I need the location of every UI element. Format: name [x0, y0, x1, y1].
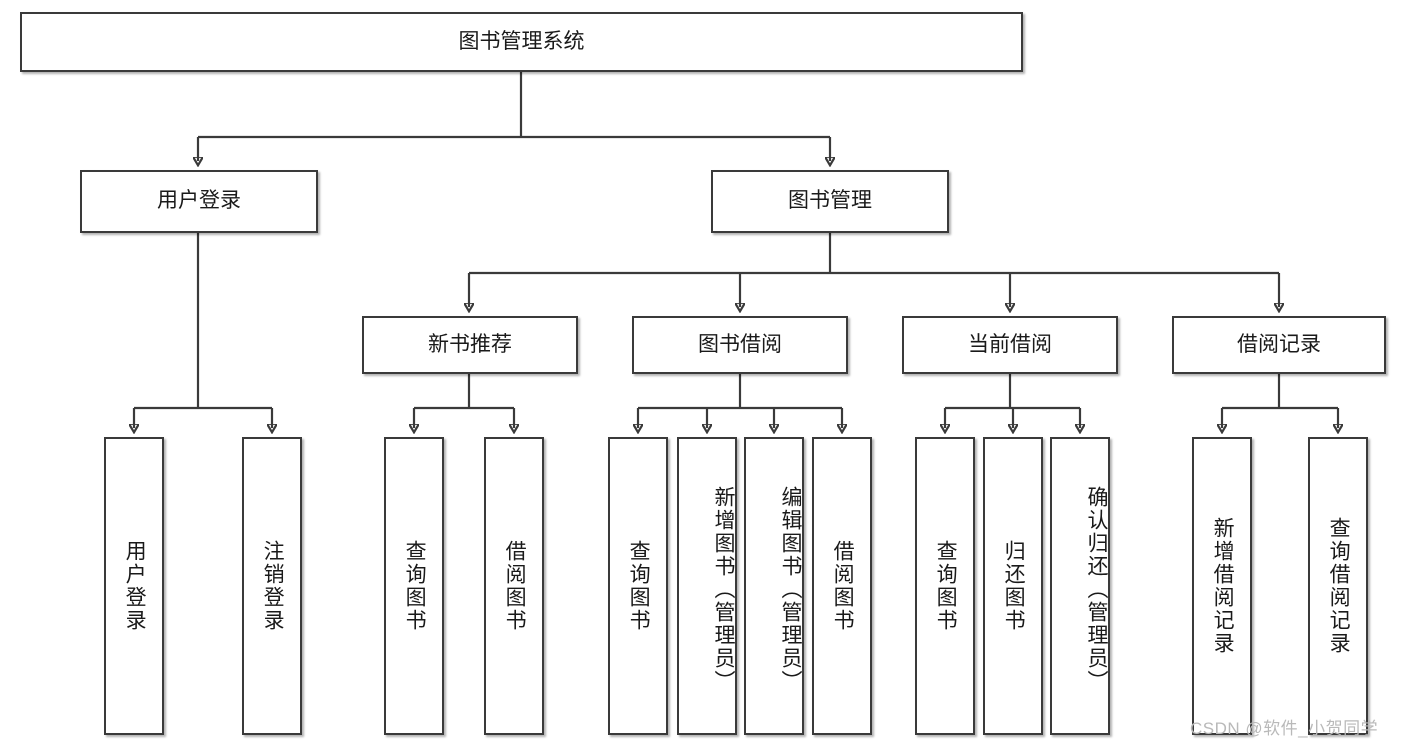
node-label: 借阅图书 [831, 540, 855, 632]
node-label: 归还图书 [1002, 540, 1026, 632]
leaf-user-login-logout[interactable]: 注销登录 [242, 437, 302, 735]
node-current-borrow[interactable]: 当前借阅 [902, 316, 1118, 374]
node-label: 查询借阅记录 [1327, 517, 1351, 655]
leaf-book-borrow-borrow-book[interactable]: 借阅图书 [812, 437, 872, 735]
node-label: 查询图书 [627, 540, 651, 632]
node-label: 查询图书 [403, 540, 427, 632]
leaf-current-borrow-confirm-return-admin[interactable]: 确认归还（管理员） [1050, 437, 1110, 735]
node-label: 图书借阅 [698, 332, 782, 356]
node-label: 新书推荐 [428, 332, 512, 356]
leaf-current-borrow-query-book[interactable]: 查询图书 [915, 437, 975, 735]
node-new-book-recommend[interactable]: 新书推荐 [362, 316, 578, 374]
node-label: 借阅图书 [503, 540, 527, 632]
leaf-borrow-record-query-record[interactable]: 查询借阅记录 [1308, 437, 1368, 735]
leaf-new-book-query-book[interactable]: 查询图书 [384, 437, 444, 735]
node-book-management[interactable]: 图书管理 [711, 170, 949, 233]
node-user-login[interactable]: 用户登录 [80, 170, 318, 233]
node-label: 图书管理 [788, 189, 872, 213]
leaf-book-borrow-query-book[interactable]: 查询图书 [608, 437, 668, 735]
node-label: 图书管理系统 [458, 29, 585, 53]
node-label: 借阅记录 [1237, 332, 1321, 356]
node-label: 编辑图书（管理员） [779, 485, 802, 693]
node-label: 新增借阅记录 [1211, 517, 1235, 655]
node-borrow-record[interactable]: 借阅记录 [1172, 316, 1386, 374]
node-label: 新增图书（管理员） [712, 485, 735, 693]
leaf-book-borrow-add-book-admin[interactable]: 新增图书（管理员） [677, 437, 737, 735]
node-book-borrow[interactable]: 图书借阅 [632, 316, 848, 374]
leaf-new-book-borrow-book[interactable]: 借阅图书 [484, 437, 544, 735]
leaf-user-login-login[interactable]: 用户登录 [104, 437, 164, 735]
node-label: 确认归还（管理员） [1085, 485, 1108, 693]
node-label: 注销登录 [261, 540, 285, 632]
node-label: 当前借阅 [968, 332, 1052, 356]
leaf-book-borrow-edit-book-admin[interactable]: 编辑图书（管理员） [744, 437, 804, 735]
watermark-text: CSDN @软件_小贺同学 [1190, 719, 1379, 738]
leaf-borrow-record-add-record[interactable]: 新增借阅记录 [1192, 437, 1252, 735]
node-label: 查询图书 [934, 540, 958, 632]
node-label: 用户登录 [123, 540, 147, 632]
leaf-current-borrow-return-book[interactable]: 归还图书 [983, 437, 1043, 735]
node-root-book-management-system[interactable]: 图书管理系统 [20, 12, 1023, 72]
node-label: 用户登录 [157, 189, 241, 213]
